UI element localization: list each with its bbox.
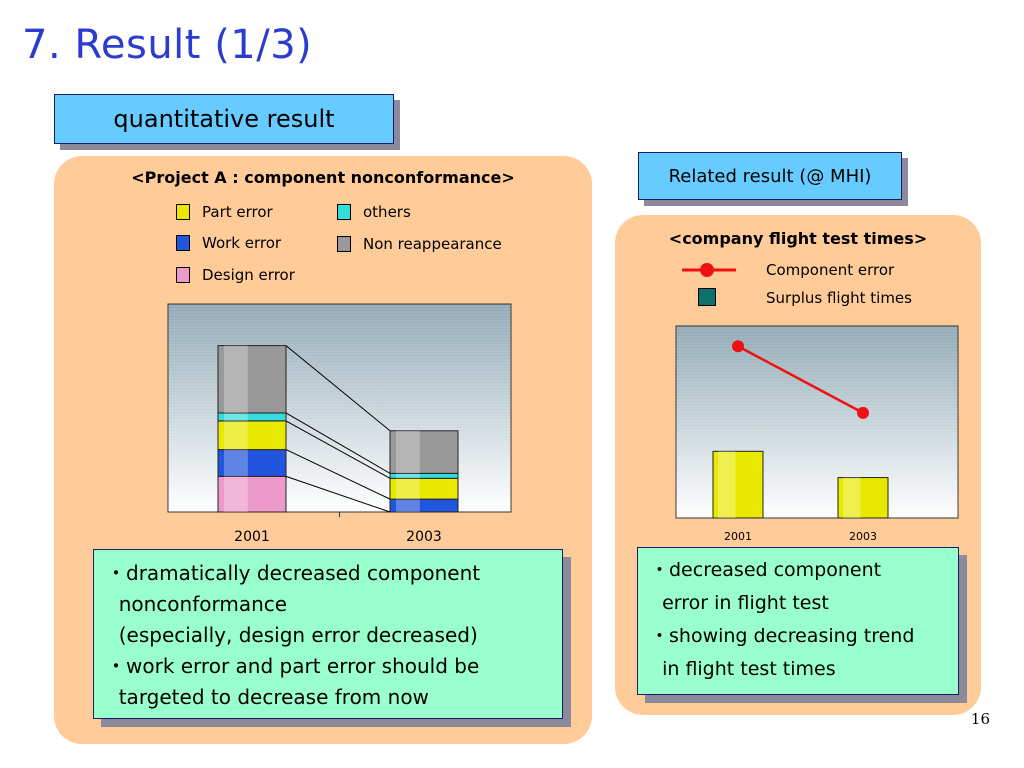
bar-highlight — [396, 473, 420, 479]
right-note-line: ・decreased component — [650, 559, 882, 581]
right-bar-line-chart: 2001 2003 — [675, 325, 959, 543]
legend-others-label: others — [363, 203, 411, 221]
bar-highlight — [224, 345, 248, 413]
left-note-line: ・work error and part error should be — [106, 654, 480, 678]
surplus-flight-times-swatch — [698, 288, 716, 306]
component-error-line — [737, 345, 864, 415]
component-error-point — [732, 340, 744, 353]
series-connector-line — [285, 420, 391, 479]
others-swatch — [337, 204, 351, 220]
left-note-line: ・dramatically decreased component — [106, 561, 481, 585]
surplus-flight-times-bar — [712, 450, 764, 519]
page-number: 16 — [970, 710, 990, 728]
series-connector-line — [285, 475, 391, 513]
component-error-point — [857, 406, 869, 419]
right-note-box: ・decreased component error in flight tes… — [637, 547, 967, 703]
legend-part-error-label: Part error — [202, 203, 273, 221]
x-tick-label: 2001 — [724, 530, 752, 543]
x-tick-label: 2003 — [406, 529, 442, 545]
left-plot-area: 2001 2003 — [167, 303, 512, 545]
design-error-swatch — [176, 267, 190, 283]
right-note-line: error in flight test — [650, 592, 829, 614]
legend-surplus-label: Surplus flight times — [766, 289, 912, 307]
left-note-box: ・dramatically decreased component noncon… — [93, 549, 571, 727]
left-note-line: nonconformance — [106, 592, 288, 616]
component-error-legend-marker — [682, 263, 736, 277]
bar-segment-design-error — [217, 475, 287, 513]
legend-work-error: Work error — [176, 234, 281, 252]
bar-segment-work-error — [217, 449, 287, 477]
bar-highlight — [224, 420, 248, 450]
bar-highlight — [396, 499, 420, 512]
bar-segment-non-reappearance — [217, 345, 287, 414]
legend-component-error-label: Component error — [766, 261, 895, 279]
right-note-line: in flight test times — [650, 658, 836, 680]
left-stacked-bar-chart: 2001 2003 — [167, 303, 512, 545]
legend-non-reappearance: Non reappearance — [337, 235, 502, 253]
related-result-label: Related result (@ MHI) — [638, 152, 910, 208]
legend-work-error-label: Work error — [202, 234, 282, 252]
bar-highlight — [396, 430, 420, 474]
right-note: ・decreased component error in flight tes… — [637, 547, 959, 695]
series-connector-line — [285, 412, 391, 474]
legend-part-error: Part error — [176, 203, 273, 221]
bar-highlight — [224, 449, 248, 477]
related-result-text: Related result (@ MHI) — [638, 152, 902, 200]
bar-highlight — [843, 477, 861, 518]
series-connector-line — [285, 449, 391, 500]
part-error-swatch — [176, 204, 190, 220]
non-reappearance-swatch — [337, 236, 351, 252]
legend-design-error: Design error — [176, 266, 295, 284]
left-chart-title: <Project A : component nonconformance> — [131, 168, 515, 187]
left-note-line: targeted to decrease from now — [106, 685, 429, 709]
left-note-line: (especially, design error decreased) — [106, 623, 478, 647]
right-plot-area: 2001 2003 — [675, 325, 959, 543]
bar-highlight — [224, 476, 248, 512]
legend-non-reappearance-label: Non reappearance — [363, 235, 502, 253]
quantitative-result-label: quantitative result — [54, 94, 402, 152]
right-note-line: ・showing decreasing trend — [650, 625, 915, 647]
legend-others: others — [337, 203, 411, 221]
x-tick-label: 2001 — [234, 529, 270, 545]
work-error-swatch — [176, 235, 190, 251]
bar-segment-non-reappearance — [389, 430, 459, 474]
bar-highlight — [396, 478, 420, 500]
page-title: 7. Result (1/3) — [22, 22, 313, 68]
bar-highlight — [718, 451, 736, 518]
series-connector-line — [285, 345, 391, 432]
right-chart-title: <company flight test times> — [668, 229, 928, 248]
quantitative-result-text: quantitative result — [54, 94, 394, 144]
x-tick-label: 2003 — [849, 530, 877, 543]
left-note: ・dramatically decreased component noncon… — [93, 549, 563, 719]
bar-highlight — [224, 412, 248, 421]
surplus-flight-times-bar — [837, 477, 889, 519]
legend-design-error-label: Design error — [202, 266, 295, 284]
